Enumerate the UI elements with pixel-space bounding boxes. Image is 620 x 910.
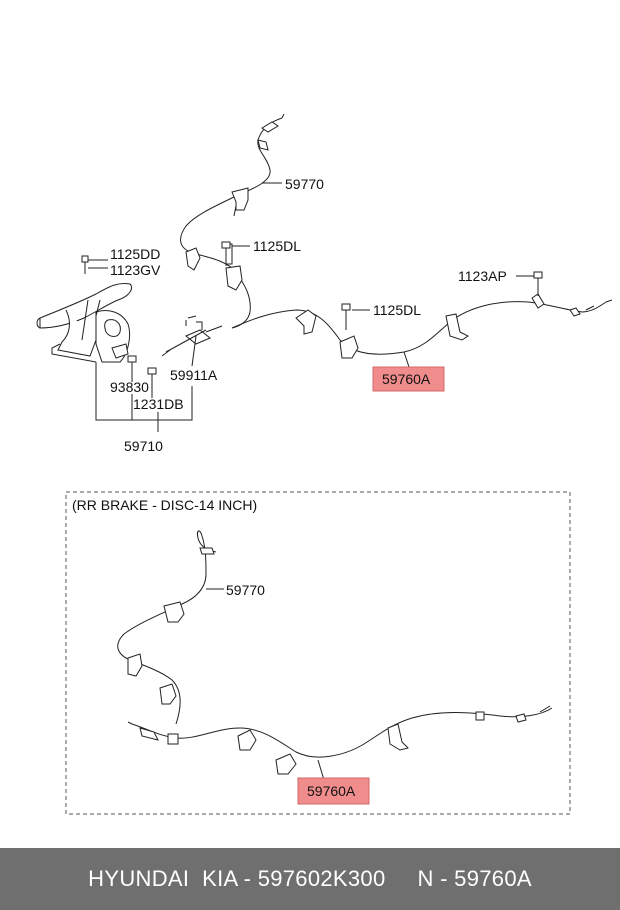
label-1125dd: 1125DD [110, 246, 160, 262]
bolt-1125dl-upper [221, 241, 231, 266]
variant-box [65, 491, 571, 815]
bolt-1125dl-lower [341, 303, 351, 330]
variant-cable-59770 [117, 530, 217, 725]
bracket [387, 723, 409, 751]
nut-93830 [127, 355, 137, 363]
footer-text: HYUNDAI KIA - 597602K300 N - 59760A [88, 866, 532, 891]
leader-line [317, 759, 325, 781]
top-assembly [36, 113, 613, 432]
parking-lever-59710 [36, 283, 132, 363]
highlight-59760a [372, 366, 445, 392]
leader-line [95, 362, 193, 432]
variant-assembly [117, 530, 553, 781]
cable-end-fitting [475, 711, 485, 721]
variant-label-59760a: 59760A [307, 783, 356, 799]
label-1123ap: 1123AP [458, 268, 507, 284]
variant-title: (RR BRAKE - DISC-14 INCH) [72, 497, 257, 513]
bracket [445, 313, 469, 341]
label-93830: 93830 [110, 379, 149, 395]
equalizer-59911a [185, 329, 211, 345]
label-59770: 59770 [285, 176, 324, 192]
leader-line [191, 335, 197, 367]
variant-cable-59760a [131, 707, 553, 758]
variant-highlight-59760a [297, 777, 370, 805]
bracket [159, 683, 177, 705]
bracket [185, 247, 201, 271]
cable-end-fitting [531, 293, 545, 309]
parts-diagram: 59770 1125DL 1125DD 1123GV 1123AP 1125DL… [36, 113, 613, 815]
bracket [163, 601, 185, 623]
label-59760a: 59760A [382, 371, 431, 387]
bolt-1123ap [533, 271, 543, 296]
part-number-footer: HYUNDAI KIA - 597602K300 N - 59760A [0, 848, 620, 910]
bracket [275, 753, 297, 775]
label-1123gv: 1123GV [110, 262, 161, 278]
cable-end-upper [261, 121, 279, 133]
bracket [225, 265, 243, 291]
variant-label-59770: 59770 [226, 582, 265, 598]
label-59911a: 59911A [170, 367, 218, 383]
bracket [339, 335, 359, 359]
screw-1125dd [81, 255, 89, 274]
bolt-1231db [147, 367, 157, 386]
bracket [237, 729, 257, 751]
label-1231db: 1231DB [133, 396, 184, 412]
leader-line [88, 259, 108, 269]
bracket [231, 187, 249, 211]
bracket [127, 653, 143, 677]
bracket [295, 309, 317, 335]
label-1125dl-lower: 1125DL [373, 302, 421, 318]
cable-59770 [180, 117, 283, 329]
label-59710: 59710 [124, 438, 163, 454]
label-1125dl-upper: 1125DL [253, 238, 301, 254]
